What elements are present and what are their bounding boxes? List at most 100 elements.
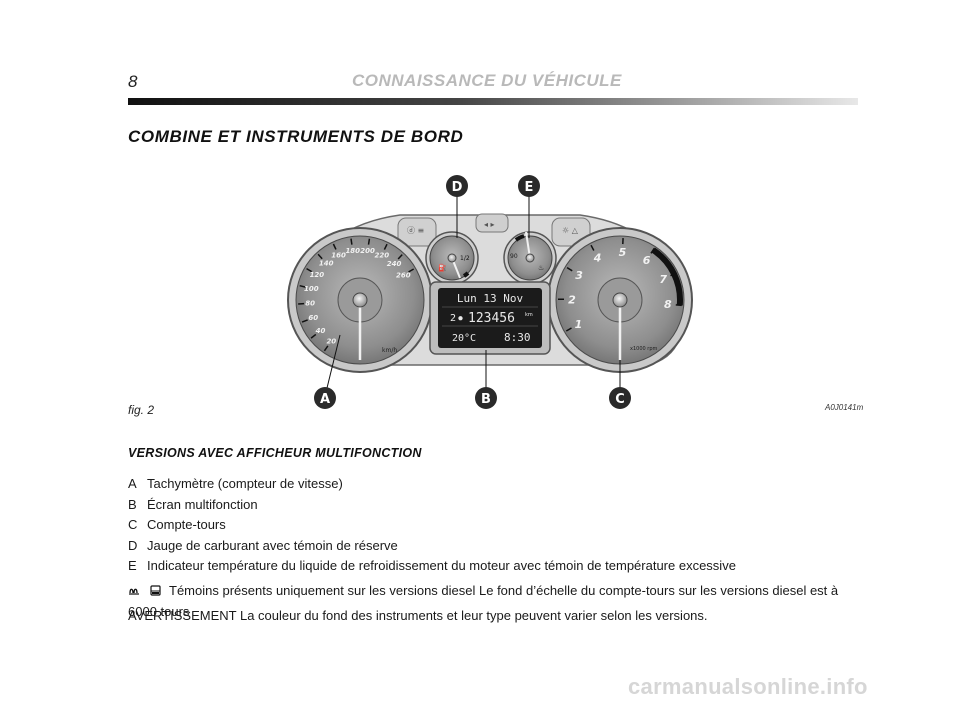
speedo-tick: [301, 319, 308, 323]
running-header-title: CONNAISSANCE DU VÉHICULE: [352, 71, 622, 90]
speedo-tick: [350, 238, 353, 245]
tacho-label: 2: [568, 293, 576, 306]
legend-letter: C: [128, 517, 138, 532]
tacho-label: 4: [593, 251, 602, 264]
warning-triangle-icon: ☼ △: [562, 226, 579, 235]
diesel-note-text: Témoins présents uniquement sur les vers…: [128, 583, 839, 619]
versions-title: VERSIONS AVEC AFFICHEUR MULTIFONCTION: [128, 446, 422, 460]
legend-text: Indicateur température du liquide de ref…: [147, 558, 736, 573]
figure-label: fig. 2: [128, 403, 155, 417]
coolant-icon: ♨: [538, 264, 544, 272]
legend-text: Compte-tours: [147, 517, 226, 532]
diesel-filter-icon: [150, 585, 161, 596]
svg-text:E: E: [525, 180, 534, 195]
display-odometer: 123456: [468, 311, 515, 326]
turn-signal-icon: ◂ ▸: [484, 220, 495, 229]
speedo-tick: [397, 254, 403, 260]
speedo-tick: [332, 243, 337, 250]
legend-text: Jauge de carburant avec témoin de réserv…: [147, 537, 398, 553]
speedo-label: 120: [310, 271, 325, 279]
coolant-temperature-gauge: 90 ♨: [503, 231, 557, 285]
legend-item: B Écran multifonction: [128, 495, 868, 516]
speedo-tick: [317, 253, 323, 260]
legend-letter: E: [128, 558, 137, 573]
speedo-label: 200: [360, 247, 375, 255]
display-trip-prefix: 2: [450, 313, 456, 324]
speedo-label: 40: [316, 327, 326, 335]
fuel-gauge: 1/2 ⛽: [425, 231, 479, 285]
diesel-note: Témoins présents uniquement sur les vers…: [128, 581, 868, 622]
tacho-tick: [566, 267, 573, 272]
tacho-tick: [675, 304, 682, 307]
tacho-label: 3: [575, 269, 583, 282]
speedo-label: 100: [304, 285, 319, 293]
watermark: carmanualsonline.info: [628, 674, 868, 699]
glow-plug-icon: [129, 588, 139, 595]
legend-item: D Jauge de carburant avec témoin de rése…: [128, 536, 868, 557]
fuel-pump-icon: ⛽: [438, 263, 447, 272]
callout-D: D: [446, 175, 468, 238]
speedo-label: 220: [374, 251, 389, 259]
display-date: Lun 13 Nov: [457, 292, 524, 305]
multifunction-display: Lun 13 Nov 2 ⦁ 123456 km 20°C 8:30: [429, 281, 551, 355]
legend-text: Écran multifonction: [147, 496, 258, 512]
callout-A: A: [314, 334, 341, 409]
indicator-pod-center: [475, 213, 509, 233]
callout-B: B: [475, 350, 497, 409]
speedo-tick: [383, 243, 388, 250]
svg-text:D: D: [452, 180, 463, 195]
fog-light-icon: ⓓ ≡: [407, 226, 424, 235]
speedo-label: 20: [326, 337, 336, 345]
tacho-label: 6: [643, 254, 651, 267]
speedo-unit: km/h: [382, 347, 397, 354]
display-temperature: 20°C: [452, 333, 476, 344]
legend-list: A Tachymètre (compteur de vitesse) B Écr…: [128, 474, 868, 577]
speedo-label: 160: [331, 251, 346, 259]
tacho-label: 8: [664, 298, 672, 311]
callout-E: E: [518, 175, 540, 238]
tacho-label: 5: [619, 246, 627, 259]
speedo-tick: [323, 345, 329, 352]
legend-item: C Compte-tours: [128, 515, 868, 536]
svg-text:B: B: [481, 392, 491, 407]
tacho-tick: [650, 247, 655, 254]
legend-letter: A: [128, 476, 137, 491]
speedo-tick: [367, 238, 371, 245]
speedo-label: 80: [305, 300, 315, 308]
display-time: 8:30: [504, 331, 531, 344]
temp-90-label: 90: [510, 253, 518, 260]
tacho-tick: [565, 327, 572, 332]
display-odometer-unit: km: [525, 312, 533, 318]
speedo-label: 260: [396, 271, 411, 279]
speedo-tick: [408, 268, 415, 273]
speedo-tick: [306, 267, 313, 273]
tacho-tick: [590, 244, 595, 251]
legend-text: Tachymètre (compteur de vitesse): [147, 476, 343, 491]
legend-item: E Indicateur température du liquide de r…: [128, 556, 868, 577]
speedo-tick: [310, 333, 317, 339]
legend-letter: D: [128, 537, 138, 553]
figure-code: A0J0141m: [825, 403, 864, 412]
svg-text:C: C: [615, 392, 625, 407]
fuel-half-label: 1/2: [460, 255, 470, 262]
speedo-tick: [299, 284, 306, 288]
indicator-pod-left: [397, 217, 437, 247]
speedo-label: 180: [345, 247, 360, 255]
warning-text: AVERTISSEMENT La couleur du fond des ins…: [128, 608, 708, 623]
callout-C: C: [609, 360, 631, 409]
svg-text:A: A: [320, 392, 330, 407]
display-lights-icon: ⦁: [458, 313, 463, 324]
legend-letter: B: [128, 496, 137, 512]
speedo-label: 140: [319, 260, 334, 268]
tacho-tick: [670, 272, 677, 277]
speedo-label: 60: [308, 314, 318, 322]
section-title: COMBINE ET INSTRUMENTS DE BORD: [128, 127, 464, 146]
tacho-label: 1: [575, 318, 583, 331]
tacho-unit: x1000 rpm: [630, 346, 658, 352]
legend-item: A Tachymètre (compteur de vitesse): [128, 474, 868, 495]
speedo-label: 240: [387, 260, 402, 268]
